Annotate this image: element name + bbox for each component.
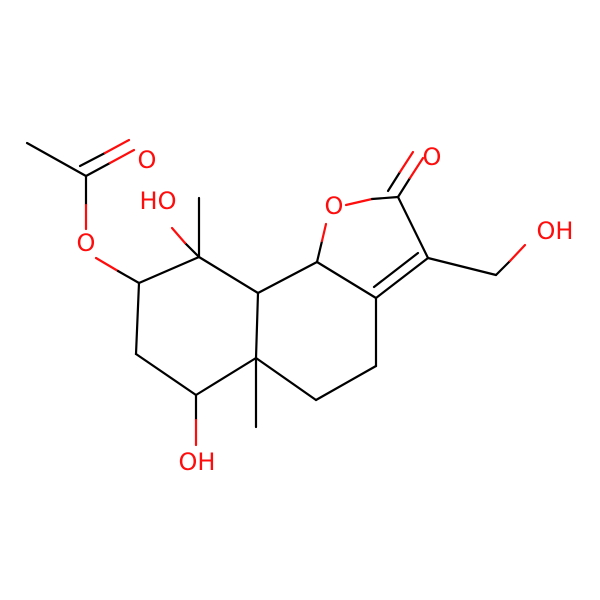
hydroxymethyl-group bbox=[426, 243, 527, 277]
atom-ester-o: O bbox=[77, 229, 96, 257]
bond-c5-c9a bbox=[254, 291, 260, 360]
bond-ester-o-c8 bbox=[116, 269, 141, 285]
bond-c5-c4 bbox=[254, 356, 318, 402]
atom-oh-c6: OH bbox=[179, 448, 216, 476]
atom-oh-c9: HO bbox=[140, 187, 177, 215]
bond-c6-c5 bbox=[194, 356, 258, 397]
bond-c2-carbonyl-black-a bbox=[396, 176, 412, 199]
ring-a bbox=[134, 255, 260, 397]
bond-c4-c3 bbox=[314, 364, 378, 402]
atom-ester-carbonyl-o: O bbox=[138, 146, 157, 174]
bond-c8-c9 bbox=[137, 255, 201, 285]
ring-b bbox=[254, 260, 378, 402]
bond-carbonyl-double-a bbox=[84, 161, 112, 178]
bond-c3-c3a-double-1 bbox=[374, 256, 430, 300]
bond-ch2-oh-black bbox=[494, 259, 512, 277]
bond-c2-carbonyl-red-a bbox=[408, 156, 425, 180]
bond-o-c2-black bbox=[370, 195, 400, 201]
atom-ring-o: O bbox=[325, 192, 344, 220]
bond-c3-c3a-double-2 bbox=[372, 251, 420, 289]
bond-methyl-carbonyl bbox=[25, 141, 88, 178]
atom-lactone-carbonyl-o: O bbox=[423, 143, 442, 171]
bond-c7-c6 bbox=[134, 352, 198, 397]
bond-ch2-oh-red bbox=[508, 243, 527, 263]
bond-c2-c3 bbox=[396, 195, 430, 260]
bond-c9-oh bbox=[183, 241, 201, 259]
ring-a-substituents bbox=[170, 196, 258, 447]
bond-c9a-c9b bbox=[256, 260, 319, 295]
ring-c-lactone bbox=[315, 150, 430, 300]
bond-c9b-c3a bbox=[315, 260, 378, 300]
bond-c2-carbonyl-red-b bbox=[398, 150, 415, 174]
bond-c9-oh-red bbox=[170, 226, 187, 245]
acetate-group bbox=[25, 138, 141, 285]
bond-c2-carbonyl-black-b bbox=[386, 170, 402, 193]
bond-c9b-o-black bbox=[315, 239, 324, 264]
bond-carbonyl-double-a-o bbox=[108, 148, 136, 165]
bond-carbonyl-double-b bbox=[78, 151, 107, 168]
bond-c8-c7 bbox=[134, 281, 141, 356]
bond-c9a-c9 bbox=[197, 255, 260, 295]
bond-o-c2-red bbox=[344, 197, 374, 207]
bond-c9b-o-red bbox=[320, 222, 328, 243]
atom-labels: O O HO O O OH OH bbox=[77, 143, 574, 476]
bond-ester-o-c8-red bbox=[94, 256, 120, 273]
bond-carbonyl-double-b-o bbox=[103, 138, 131, 155]
bond-c3-ch2 bbox=[426, 256, 498, 277]
atom-ch2oh: OH bbox=[537, 217, 574, 245]
